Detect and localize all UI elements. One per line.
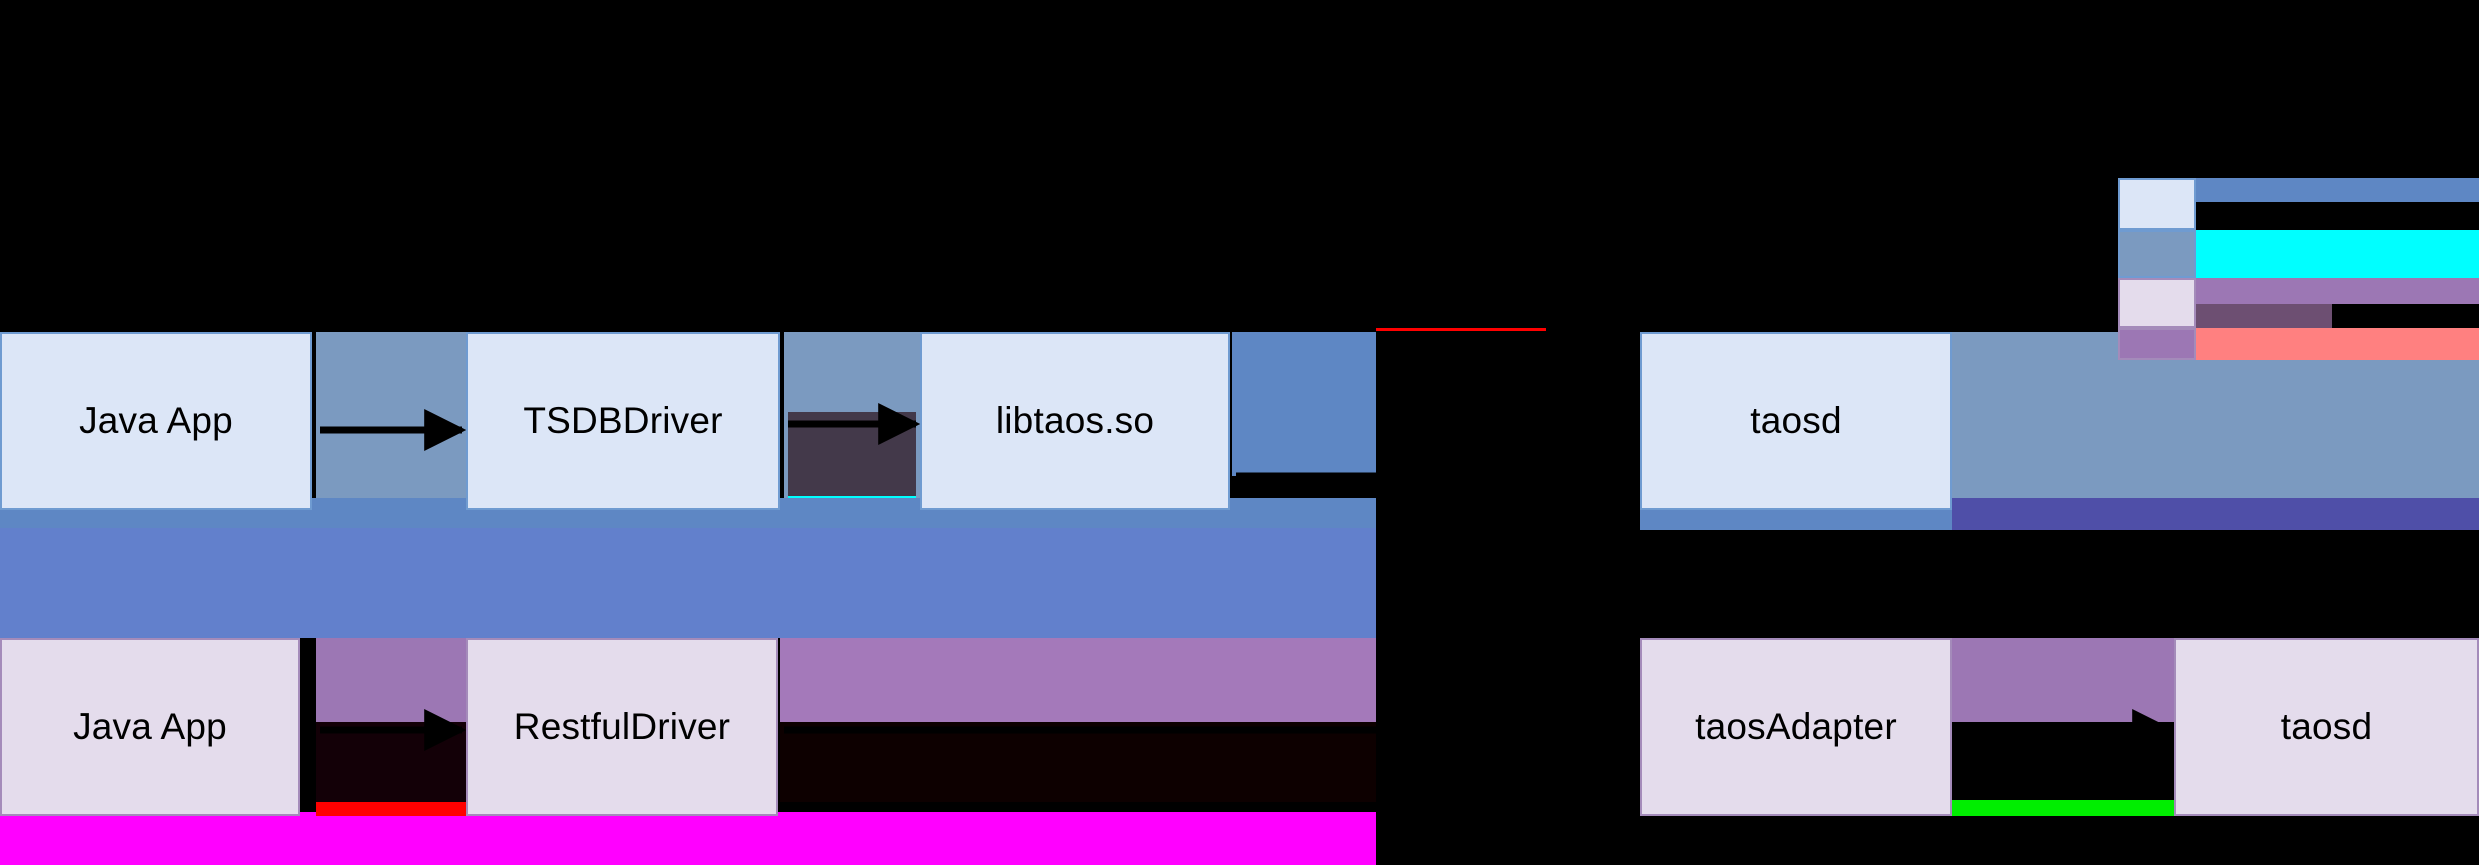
node-label: Java App: [73, 705, 227, 747]
indigo-underline: [1952, 498, 2479, 530]
orchid-band-left: [780, 638, 1376, 722]
node-label: TSDBDriver: [523, 399, 723, 441]
legend-item-2[interactable]: [2118, 230, 2196, 278]
legend-band-6: [2196, 328, 2479, 360]
steel-block-d: [1952, 332, 2479, 510]
node-restfuldriver[interactable]: RestfulDriver: [466, 638, 778, 816]
node-label: taosAdapter: [1695, 705, 1897, 747]
legend-item-3[interactable]: [2118, 278, 2196, 328]
steel-block-a: [316, 332, 468, 510]
steel-block-c: [1232, 332, 1376, 476]
green-underline: [1952, 800, 2174, 816]
legend-band-2: [2196, 178, 2479, 202]
dark-redaction-b: [780, 722, 1376, 802]
node-label: taosd: [1750, 399, 1842, 441]
cornflower-band: [0, 528, 1376, 638]
dark-redaction-a: [316, 722, 468, 802]
node-taosd-rest[interactable]: taosd: [2174, 638, 2479, 816]
node-label: Java App: [79, 399, 233, 441]
legend-item-4[interactable]: [2118, 328, 2196, 360]
node-tsdbdriver[interactable]: TSDBDriver: [466, 332, 780, 510]
legend-band-4: [2196, 278, 2479, 304]
node-taosd-native[interactable]: taosd: [1640, 332, 1952, 510]
node-taosadapter[interactable]: taosAdapter: [1640, 638, 1952, 816]
node-label: RestfulDriver: [513, 705, 731, 747]
node-libtaos[interactable]: libtaos.so: [920, 332, 1230, 510]
red-underline-small: [316, 802, 468, 816]
plum-block-b: [1952, 638, 2174, 722]
legend-item-1[interactable]: [2118, 178, 2196, 230]
magenta-underline: [0, 812, 1376, 865]
node-java-app-native[interactable]: Java App: [0, 332, 312, 510]
legend-band-3: [2196, 230, 2479, 278]
node-label: libtaos.so: [995, 399, 1155, 441]
node-java-app-rest[interactable]: Java App: [0, 638, 300, 816]
legend-band-5: [2196, 304, 2332, 328]
node-label: taosd: [2280, 705, 2373, 747]
plum-block-a: [316, 638, 468, 722]
red-hairline: [1376, 328, 1546, 331]
